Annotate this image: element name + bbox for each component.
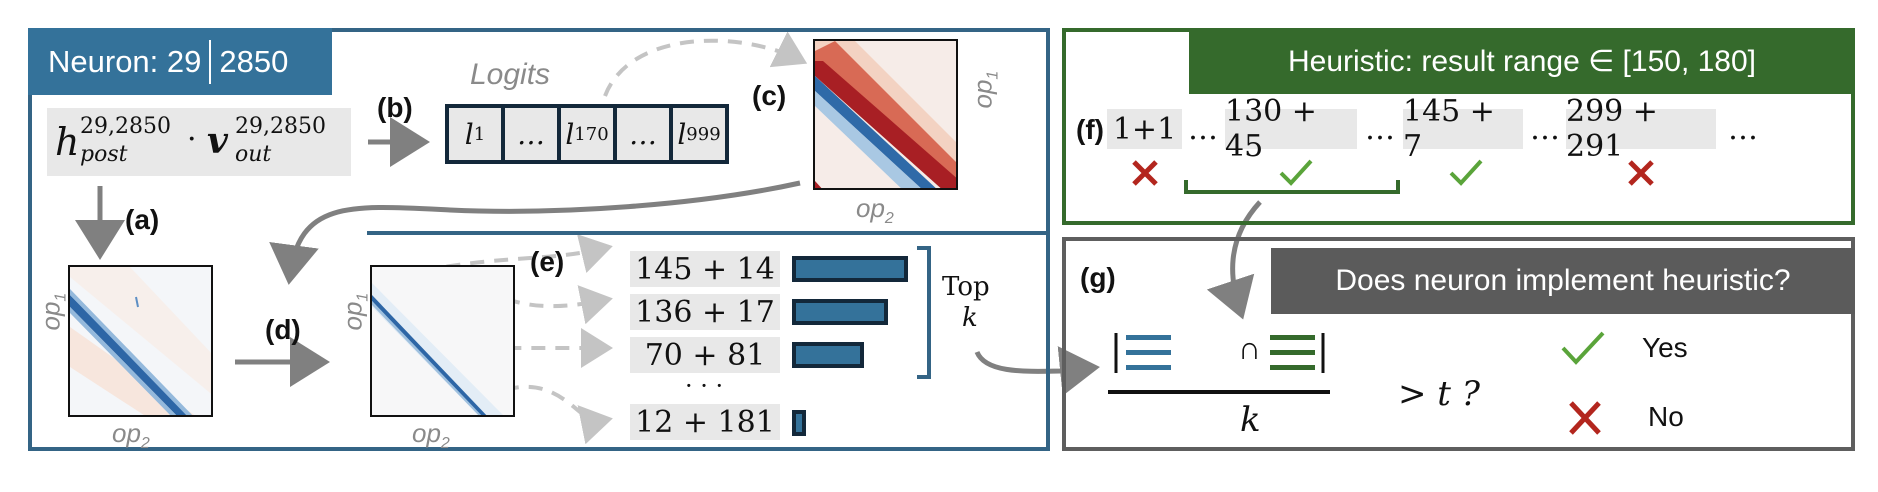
top-k-k: k <box>962 303 978 333</box>
axis-label-op1-c: op1 <box>967 70 1002 109</box>
ellipsis: … <box>1188 112 1218 147</box>
step-label-e: (e) <box>530 246 565 277</box>
arrow-c-to-d <box>269 180 801 285</box>
formula-v-sub: out <box>235 142 272 167</box>
neuron-layer-label: Neuron: 29 <box>48 43 202 79</box>
check-icon <box>1279 159 1313 186</box>
ellipsis: … <box>1365 112 1395 147</box>
axis-label-op2-d: op2 <box>412 418 450 453</box>
heuristic-list-icon <box>1270 333 1325 373</box>
match-bracket <box>1184 180 1400 194</box>
neuron-list-icon <box>1114 333 1171 373</box>
check-title: Does neuron implement heuristic? <box>1271 248 1855 314</box>
arrow-topk-to-g <box>974 346 1100 396</box>
arrow-logit-to-c <box>603 31 808 97</box>
threshold-comparison: > t ? <box>1398 374 1480 414</box>
axis-label-op2-a: op2 <box>112 418 150 453</box>
logit-cell: … <box>505 108 557 160</box>
heatmap-a <box>68 265 213 417</box>
no-cross-icon <box>1569 401 1601 435</box>
heuristic-example: 1+1 <box>1107 109 1182 149</box>
step-label-g: (g) <box>1080 262 1116 293</box>
axis-label-op2-c: op2 <box>856 193 894 228</box>
step-label-f: (f) <box>1076 114 1104 145</box>
formula-h-sup: 29,2850 <box>80 114 171 139</box>
ellipsis: … <box>1728 112 1758 147</box>
formula-v: v <box>207 120 228 162</box>
neuron-separator <box>209 39 212 84</box>
neuron-panel <box>28 28 1050 451</box>
arrow-e-1 <box>383 234 613 297</box>
yes-label: Yes <box>1642 332 1688 363</box>
top-k-bar <box>792 342 864 368</box>
yes-check-icon <box>1561 331 1605 365</box>
ellipsis: … <box>1530 112 1560 147</box>
intersection-symbol: ∩ <box>1238 330 1261 366</box>
arrow-e-4 <box>504 384 613 445</box>
neuron-tag: Neuron: 29 2850 <box>28 28 332 95</box>
neuron-index: 2850 <box>219 43 289 79</box>
overlap-fraction <box>1108 333 1330 394</box>
logit-cell: … <box>617 108 669 160</box>
logits-title: Logits <box>470 58 551 91</box>
top-k-bar <box>792 410 806 436</box>
heuristic-example: 299 + 291 <box>1566 94 1716 164</box>
inner-divider <box>367 231 1050 235</box>
cross-icon <box>1628 160 1654 186</box>
cross-icon <box>1132 160 1158 186</box>
step-label-d: (d) <box>265 314 301 345</box>
formula-dot: · <box>187 122 197 157</box>
no-label: No <box>1648 401 1684 432</box>
check-icon <box>1449 159 1483 186</box>
top-k-expr: 145 + 14 <box>630 251 780 287</box>
top-k-ellipsis: · · · <box>685 372 724 400</box>
step-label-c: (c) <box>752 80 787 111</box>
heatmap-c <box>813 39 958 190</box>
axis-label-op1-d: op1 <box>337 292 372 331</box>
top-k-bar <box>792 299 888 325</box>
heuristic-title: Heuristic: result range ∈ [150, 180] <box>1189 28 1855 94</box>
formula-h-sub: post <box>80 142 128 167</box>
top-k-expr: 70 + 81 <box>630 337 780 373</box>
formula-h: h <box>55 120 80 164</box>
neuron-formula: h 29,2850 post · v 29,2850 out <box>47 108 351 176</box>
top-k-bracket <box>917 246 931 379</box>
axis-label-op1-a: op1 <box>35 292 70 331</box>
step-label-a: (a) <box>125 204 160 235</box>
step-label-b: (b) <box>377 92 413 123</box>
top-k-expr: 136 + 17 <box>630 294 780 330</box>
formula-v-sup: 29,2850 <box>235 114 326 139</box>
heatmap-d <box>370 265 515 417</box>
check-panel <box>1062 237 1855 451</box>
top-k-bar <box>792 256 908 282</box>
top-k-label: Top <box>942 272 990 302</box>
arrow-f-to-g <box>1206 200 1262 320</box>
fraction-denominator: k <box>1240 400 1261 440</box>
heuristic-example: 130 + 45 <box>1225 94 1357 164</box>
heuristic-example: 145 + 7 <box>1403 94 1523 164</box>
top-k-expr: 12 + 181 <box>630 404 780 440</box>
